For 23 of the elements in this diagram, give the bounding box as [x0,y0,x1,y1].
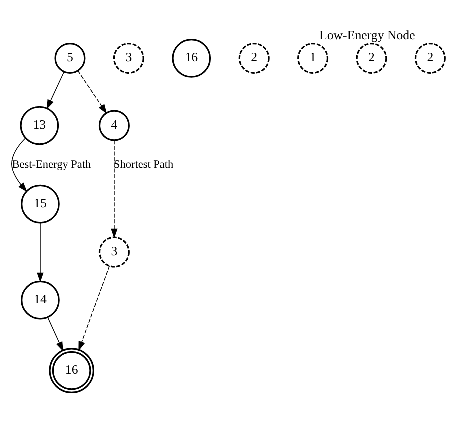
node-circle: 2 [414,42,446,74]
arrow [78,265,110,351]
node-circle: 4 [98,110,130,141]
node-circle: 1 [298,42,329,74]
node-circle: 16 [172,38,212,78]
arrow [111,140,118,238]
node-circle: 15 [21,184,60,224]
arrow [37,222,44,282]
node-circle: 5 [54,42,86,74]
edge-label: Shortest Path [114,158,174,170]
node-circle: 13 [20,106,60,145]
arrow [78,70,108,114]
node-circle: 3 [113,42,144,74]
arrow [46,71,65,110]
node-circle: 14 [21,280,60,320]
arrow [48,316,64,352]
node-circle: 2 [238,42,270,74]
node-circle: 16 [49,348,94,393]
node-circle: 2 [356,42,388,74]
arrow [12,138,28,192]
node-label: Low-Energy Node [320,28,416,42]
edge-label: Best-Energy Path [12,158,92,170]
node-circle: 3 [98,236,130,268]
